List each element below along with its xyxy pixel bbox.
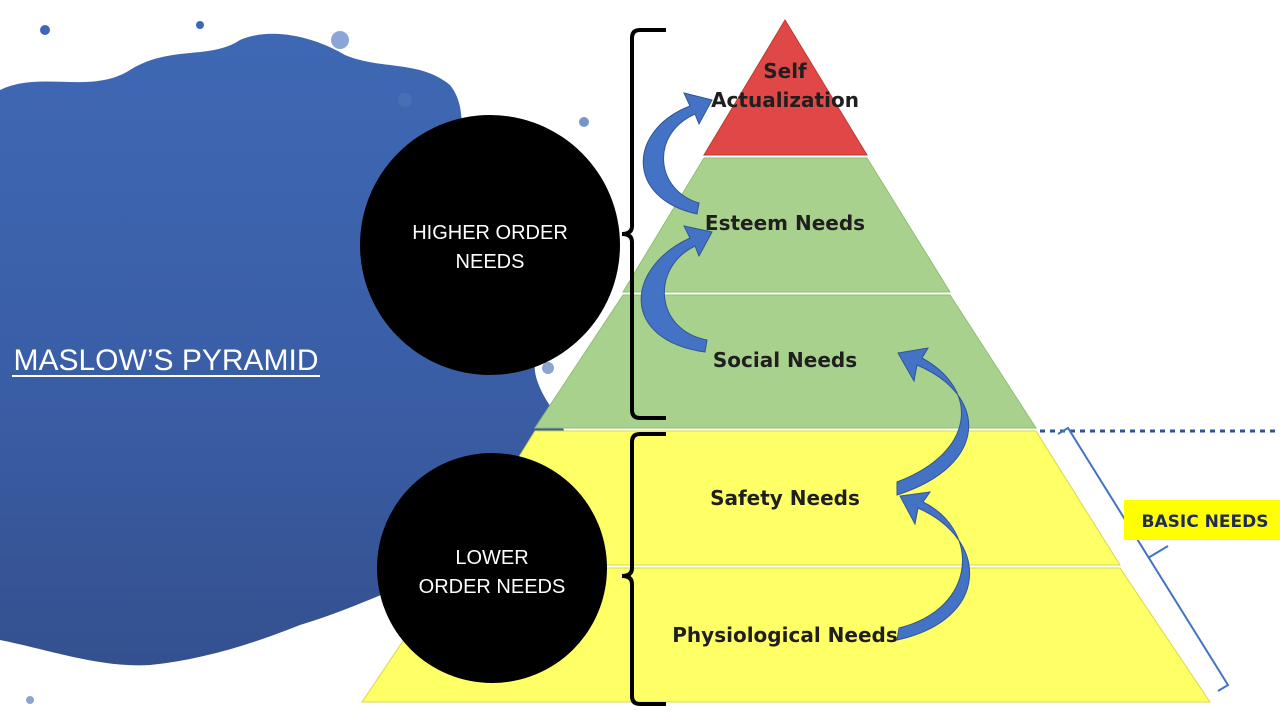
basic-needs-badge: [1124, 500, 1280, 540]
arrow-physiological-to-safety: [896, 491, 970, 641]
pyramid-level-self-actualization: [703, 19, 868, 156]
progression-arrows: [640, 92, 970, 641]
arrow-esteem-to-self-actualization: [642, 92, 713, 215]
arrow-safety-to-social: [896, 347, 969, 496]
higher-order-label-line1: HIGHER ORDER: [412, 222, 568, 244]
basic-needs-brace-tick: [1147, 545, 1169, 559]
higher-order-group: HIGHER ORDER NEEDS: [360, 115, 620, 375]
higher-order-bracket: [621, 28, 666, 420]
basic-needs-group: BASIC NEEDS: [1040, 426, 1280, 692]
lower-order-circle: [377, 453, 607, 683]
group-brackets: [621, 28, 666, 706]
basic-needs-brace: [1057, 426, 1230, 692]
social-needs-label: Social Needs: [713, 348, 857, 372]
lower-order-group: LOWER ORDER NEEDS: [377, 453, 607, 683]
lower-order-label-line2: ORDER NEEDS: [419, 576, 566, 598]
arrow-social-to-esteem: [640, 225, 713, 353]
higher-order-circle: [360, 115, 620, 375]
higher-order-label-line2: NEEDS: [456, 251, 525, 273]
pyramid-labels: Self Actualization Esteem Needs Social N…: [672, 59, 897, 647]
lower-order-bracket: [621, 432, 666, 706]
physiological-needs-label: Physiological Needs: [672, 623, 897, 647]
basic-needs-label: BASIC NEEDS: [1142, 512, 1269, 532]
pyramid-level-esteem: [622, 157, 951, 293]
safety-needs-label: Safety Needs: [710, 486, 860, 510]
lower-order-label-line1: LOWER: [455, 547, 528, 569]
self-actualization-label-line2: Actualization: [711, 88, 859, 112]
slide-title: MASLOW’S PYRAMID: [13, 344, 318, 377]
self-actualization-label-line1: Self: [763, 59, 807, 83]
esteem-needs-label: Esteem Needs: [705, 211, 865, 235]
